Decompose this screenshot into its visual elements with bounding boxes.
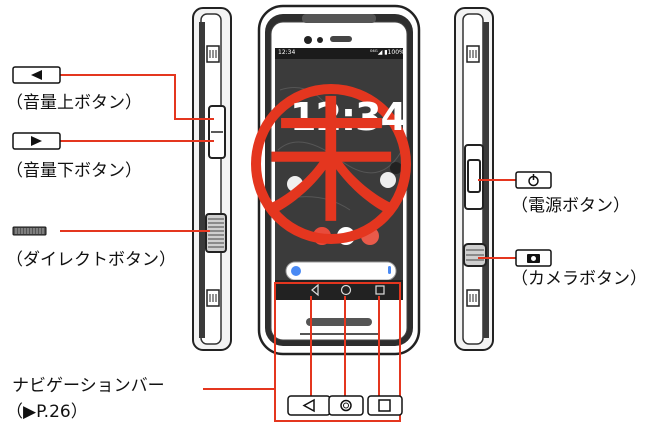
status-right: ⁰⁴ᴳ◢ ▮100% [370, 49, 405, 56]
google-icon [291, 266, 301, 276]
direct-button-part [205, 213, 227, 253]
legend-keys-right [515, 171, 552, 267]
power-button-part [467, 159, 481, 193]
clock-digits: 12:34 [290, 95, 407, 139]
screen-navbar [275, 280, 403, 300]
nav-back-small-icon [311, 283, 319, 297]
stamp-text: 未 [263, 85, 399, 243]
power-button-label: （電源ボタン） [511, 196, 630, 216]
navbar-ref-label: （▶P.26） [6, 402, 88, 422]
status-time: 12:34 [278, 49, 296, 56]
left-side-view [192, 7, 232, 351]
home-circle-icon [340, 399, 352, 412]
nav-recent-small-icon [375, 285, 385, 295]
right-triangle-key-icon [31, 136, 42, 146]
left-triangle-key-icon [31, 70, 42, 80]
mic-icon [388, 266, 391, 274]
direct-button-label: （ダイレクトボタン） [6, 250, 176, 270]
vol-up-label: （音量上ボタン） [6, 93, 142, 113]
nav-home-small-icon [340, 284, 352, 296]
camera-button-label: （カメラボタン） [511, 269, 647, 289]
navbar-label: ナビゲーションバー [12, 376, 165, 396]
callout-lines [60, 74, 516, 422]
stamp [251, 84, 411, 244]
direct-key-icon [12, 226, 47, 236]
nav-keys [287, 395, 403, 416]
legend-keys-left [12, 66, 61, 236]
vol-down-label: （音量下ボタン） [6, 161, 142, 181]
back-triangle-icon [302, 398, 315, 413]
recent-square-icon [378, 399, 391, 412]
